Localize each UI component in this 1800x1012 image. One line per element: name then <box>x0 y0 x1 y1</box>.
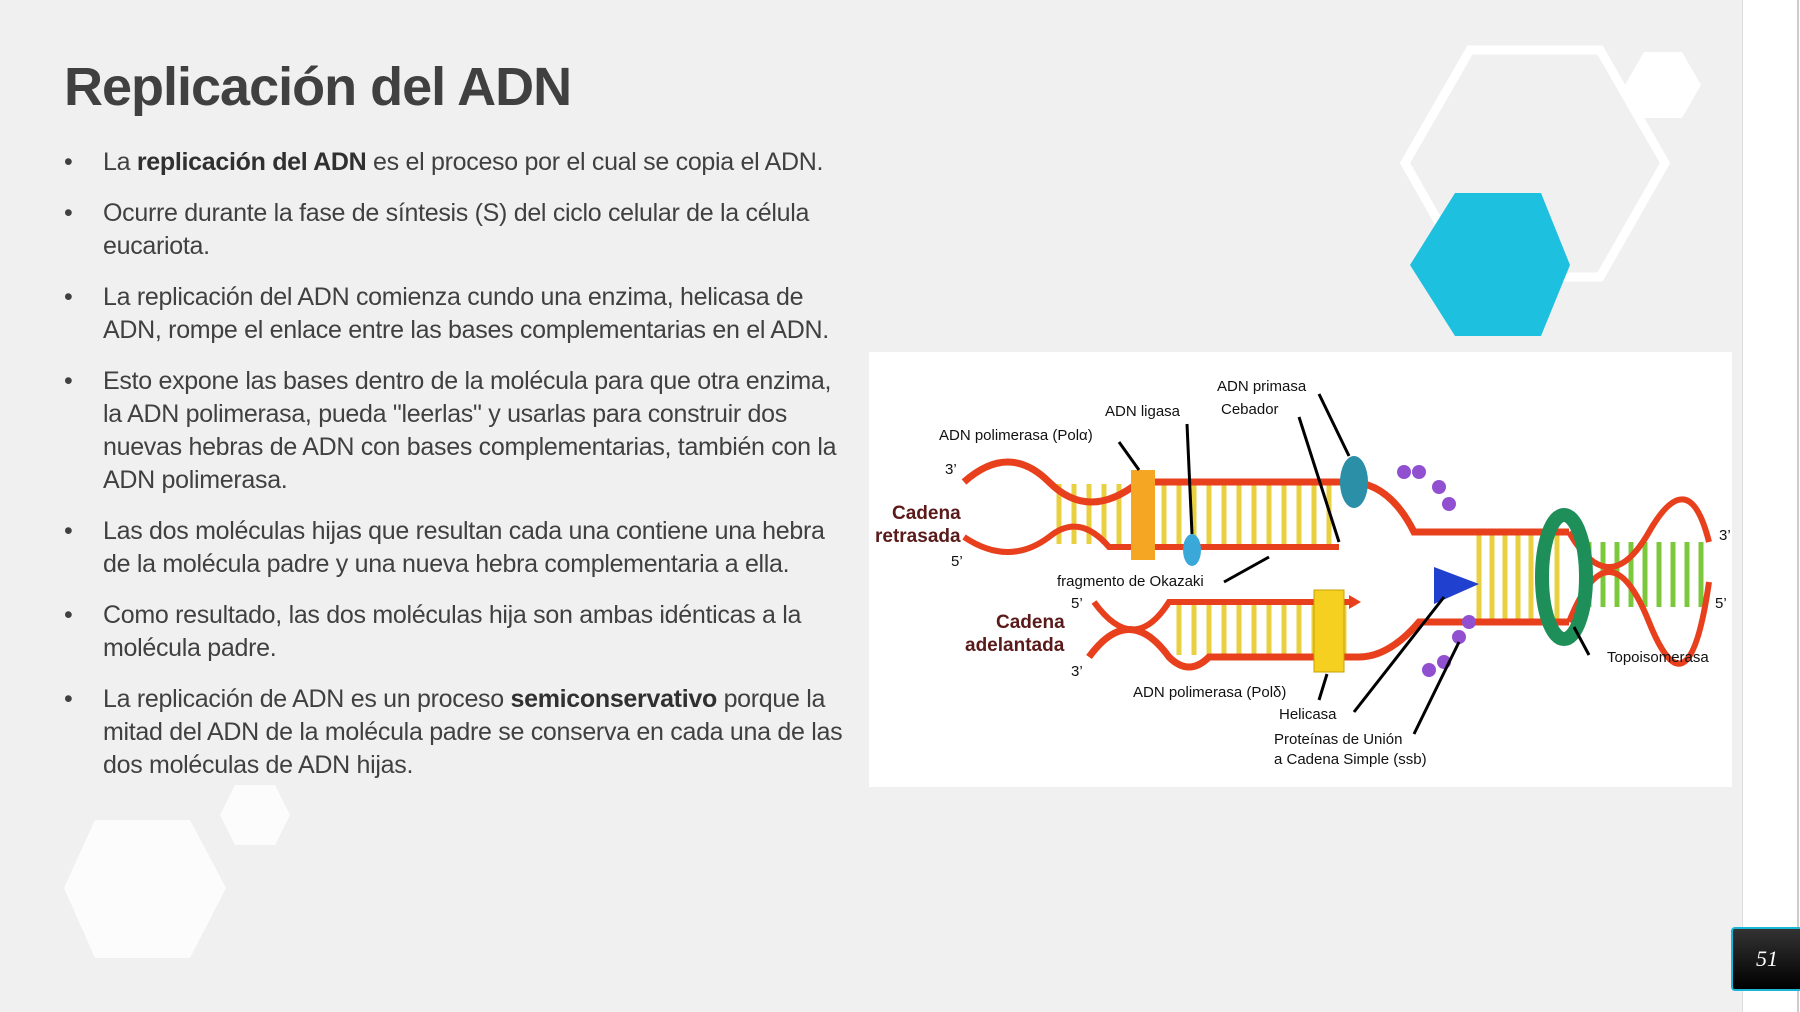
primase-icon <box>1340 456 1368 508</box>
strand-arrow-icon <box>1349 595 1361 609</box>
bullet-bold-text: replicación del ADN <box>136 148 367 176</box>
bullet-icon: • <box>64 367 73 395</box>
label-3-mid: 3’ <box>1071 663 1083 680</box>
bullet-item: • Las dos moléculas hijas que resultan ca… <box>62 515 852 581</box>
label-5-right: 5’ <box>1715 595 1727 612</box>
label-5-mid: 5’ <box>1071 595 1083 612</box>
ssb-proteins <box>1397 465 1476 677</box>
label-ssb-2: a Cadena Simple (ssb) <box>1274 751 1427 768</box>
bullet-text: Como resultado, las dos moléculas hija s… <box>103 601 802 662</box>
lagging-parent-strand <box>961 458 1569 536</box>
label-3-right: 3’ <box>1719 527 1731 544</box>
leading-new-strand <box>1091 599 1349 633</box>
label-adelantada-1: Cadena <box>996 612 1065 633</box>
bullet-text: La replicación del ADN comienza cundo un… <box>103 283 829 344</box>
bullet-item: • La replicación de ADN es un proceso sem… <box>62 683 852 782</box>
label-topoisomerasa: Topoisomerasa <box>1607 649 1709 666</box>
helicase-icon <box>1434 567 1479 604</box>
label-retrasada-2: retrasada <box>875 526 961 547</box>
parent-helix <box>1566 496 1712 667</box>
bullet-icon: • <box>64 685 73 713</box>
bullet-text: Las dos moléculas hijas que resultan cad… <box>103 517 825 578</box>
bullet-bold-text: semiconservativo <box>510 685 718 713</box>
bullet-icon: • <box>64 517 73 545</box>
hexagon-white-bottom <box>64 820 226 958</box>
bullet-item: • La replicación del ADN es el proceso po… <box>62 146 852 179</box>
label-ligasa: ADN ligasa <box>1105 403 1181 420</box>
ligase-icon <box>1183 534 1201 566</box>
bullet-text: La <box>103 148 137 176</box>
bullet-icon: • <box>64 283 73 311</box>
bullet-text: La replicación de ADN es un proceso <box>103 685 511 713</box>
dna-replication-svg: ADN primasa Cebador ADN ligasa ADN polim… <box>875 378 1731 768</box>
slide-title: Replicación del ADN <box>64 57 572 117</box>
right-margin-strip <box>1742 0 1800 1012</box>
polymerase-delta-icon <box>1313 589 1345 673</box>
hexagon-outline <box>1399 45 1671 282</box>
label-retrasada-1: Cadena <box>892 503 961 524</box>
lagging-new-strand <box>962 523 1339 555</box>
bullet-text: Esto expone las bases dentro de la moléc… <box>103 367 837 494</box>
label-primasa: ADN primasa <box>1217 378 1307 395</box>
hexagon-white-tiny <box>220 785 290 845</box>
label-adelantada-2: adelantada <box>965 635 1065 656</box>
bullet-text: porque la mitad del ADN de la molécula p… <box>103 685 843 779</box>
label-3-top: 3’ <box>945 461 957 478</box>
label-pola: ADN polimerasa (Polα) <box>939 427 1093 444</box>
bullet-item: • Como resultado, las dos moléculas hija … <box>62 599 852 665</box>
label-5-top: 5’ <box>951 553 963 570</box>
label-ssb-1: Proteínas de Unión <box>1274 731 1402 748</box>
topoisomerase-icon <box>1535 508 1593 646</box>
bullet-text: es el proceso por el cual se copia el AD… <box>366 148 824 176</box>
label-helicasa: Helicasa <box>1279 706 1337 723</box>
polymerase-alpha-icon <box>1131 470 1155 560</box>
hexagon-white-small <box>1625 52 1701 118</box>
hexagon-blue <box>1410 193 1570 336</box>
bullet-item: • Ocurre durante la fase de síntesis (S) … <box>62 197 852 263</box>
label-cebador: Cebador <box>1221 401 1279 418</box>
bullet-icon: • <box>64 199 73 227</box>
bullet-item: • La replicación del ADN comienza cundo u… <box>62 281 852 347</box>
bullet-icon: • <box>64 148 73 176</box>
bullet-text: Ocurre durante la fase de síntesis (S) d… <box>103 199 810 260</box>
pointer-lines <box>1117 393 1591 735</box>
dna-replication-diagram: ADN primasa Cebador ADN ligasa ADN polim… <box>869 352 1732 787</box>
bullet-list: • La replicación del ADN es el proceso po… <box>62 146 852 800</box>
bullet-icon: • <box>64 601 73 629</box>
label-pold: ADN polimerasa (Polδ) <box>1133 684 1286 701</box>
label-okazaki: fragmento de Okazaki <box>1057 573 1204 590</box>
page-number: 51 <box>1731 927 1800 991</box>
bullet-item: • Esto expone las bases dentro de la molé… <box>62 365 852 497</box>
